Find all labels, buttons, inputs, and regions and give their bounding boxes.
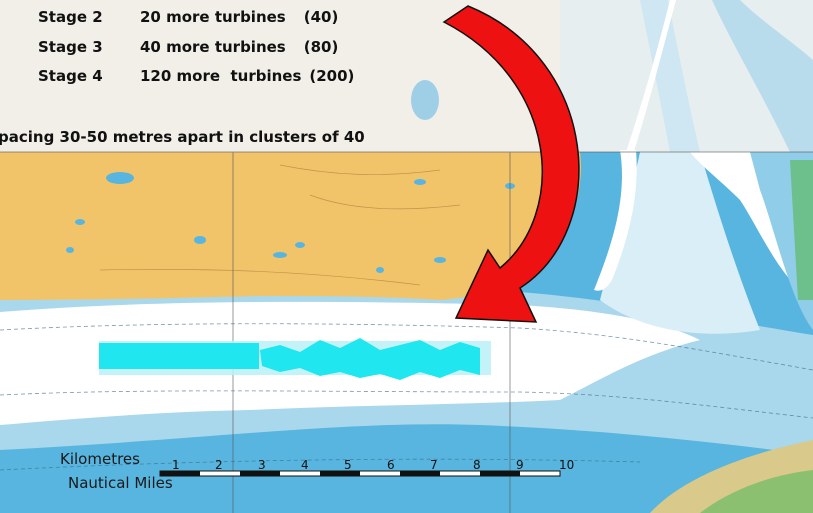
spit [594,150,637,291]
km-tick-label: 2 [215,458,223,472]
lake-upper [411,80,439,120]
km-tick-label: 9 [516,458,524,472]
km-tick-label: 8 [473,458,481,472]
turbine-zone-stage1 [99,343,259,369]
stage-total: (80) [303,38,339,56]
right-shallows [600,152,760,334]
stage-row-2: Stage 2 20 more turbines (40) [38,8,338,26]
chart-grid [0,151,813,513]
stage-row-3: Stage 3 40 more turbines (80) [38,38,338,56]
km-tick-label: 5 [344,458,352,472]
km-tick-label: 7 [430,458,438,472]
nm-label: Nautical Miles [68,474,173,492]
lakes [66,172,515,273]
km-tick-label: 3 [258,458,266,472]
stage-total: (200) [309,67,355,85]
km-tick-label: 1 [172,458,180,472]
land [0,152,581,300]
stage-row-4: Stage 4 120 more turbines (200) [38,67,354,85]
land-contours [99,164,461,286]
upper-channel [640,0,700,152]
stage-label: Stage 3 [38,38,103,56]
bottom-right-green [700,470,813,513]
km-tick-label: 4 [301,458,309,472]
spacing-note: pacing 30-50 metres apart in clusters of… [0,128,365,146]
depth-contours [0,323,813,471]
upper-shoal [712,0,813,152]
turbine-zone-stage2 [260,338,480,380]
curved-arrow-icon [442,5,580,323]
km-tick-label: 6 [387,458,395,472]
stage-desc: 120 more turbines [140,67,302,85]
stage-desc: 40 more turbines [140,38,286,56]
stage-label: Stage 2 [38,8,103,26]
right-green-land [790,160,813,300]
stage-total: (40) [303,8,339,26]
stage-desc: 20 more turbines [140,8,286,26]
km-label: Kilometres [60,450,140,468]
spit-upper [624,0,676,160]
stage-label: Stage 4 [38,67,103,85]
scale-bar [159,470,561,477]
km-tick-label: 10 [559,458,575,472]
